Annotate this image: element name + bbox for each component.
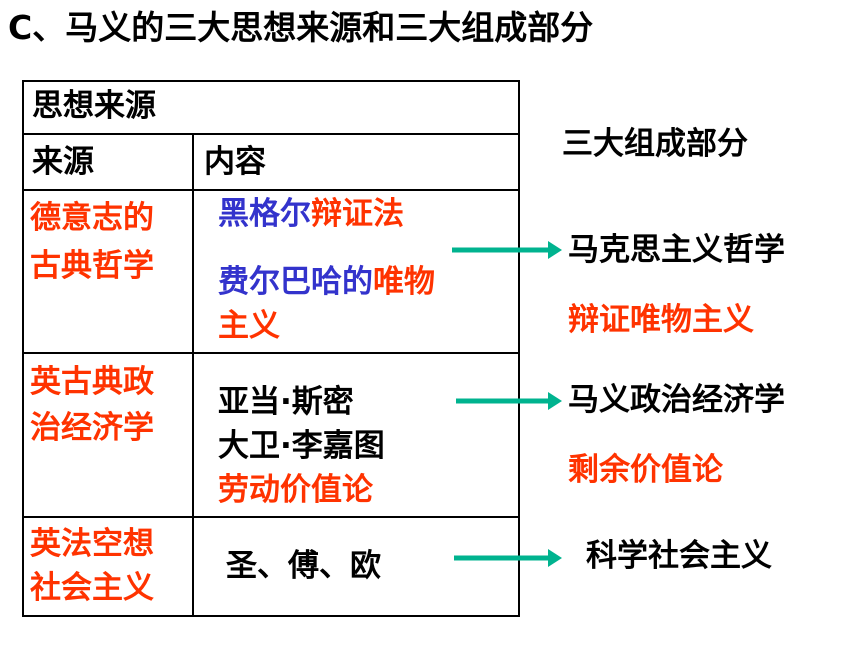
arrow-icon bbox=[454, 549, 562, 567]
table-divider bbox=[22, 133, 520, 135]
source-utopian-socialism-line1: 英法空想 bbox=[30, 526, 154, 562]
table-divider bbox=[22, 189, 520, 191]
hegel-term: 辩证法 bbox=[311, 196, 404, 232]
content-utopian-thinkers: 圣、傅、欧 bbox=[226, 548, 381, 584]
source-german-philosophy-line1: 德意志的 bbox=[30, 200, 154, 236]
component-economics-term: 剩余价值论 bbox=[568, 452, 723, 488]
slide-title: C、马义的三大思想来源和三大组成部分 bbox=[8, 8, 594, 47]
feuerbach-term-cont: 主义 bbox=[218, 308, 280, 344]
feuerbach-term: 唯物 bbox=[373, 264, 435, 300]
content-ricardo: 大卫·李嘉图 bbox=[218, 428, 385, 464]
arrow-icon bbox=[452, 241, 562, 259]
table-divider bbox=[22, 352, 520, 354]
source-german-philosophy-line2: 古典哲学 bbox=[30, 248, 154, 284]
content-labor-value-theory: 劳动价值论 bbox=[218, 472, 373, 508]
table-header: 思想来源 bbox=[32, 88, 156, 124]
component-scientific-socialism: 科学社会主义 bbox=[586, 538, 772, 574]
column-header-content: 内容 bbox=[204, 144, 266, 180]
source-british-economics-line2: 治经济学 bbox=[30, 410, 154, 446]
source-utopian-socialism-line2: 社会主义 bbox=[30, 570, 154, 606]
component-philosophy-term: 辩证唯物主义 bbox=[568, 302, 754, 338]
column-header-source: 来源 bbox=[32, 144, 94, 180]
table-divider bbox=[22, 516, 520, 518]
content-feuerbach: 费尔巴哈的唯物 bbox=[218, 262, 435, 302]
arrow-icon bbox=[456, 392, 562, 410]
components-heading: 三大组成部分 bbox=[562, 126, 748, 162]
component-economics: 马义政治经济学 bbox=[568, 382, 785, 418]
content-adam-smith: 亚当·斯密 bbox=[218, 384, 354, 420]
table-column-divider bbox=[192, 133, 194, 617]
hegel-name: 黑格尔 bbox=[218, 196, 311, 232]
source-british-economics-line1: 英古典政 bbox=[30, 364, 154, 400]
source-table bbox=[22, 80, 520, 617]
feuerbach-name: 费尔巴哈的 bbox=[218, 264, 373, 300]
component-philosophy: 马克思主义哲学 bbox=[568, 232, 785, 268]
content-hegel: 黑格尔辩证法 bbox=[218, 194, 404, 234]
